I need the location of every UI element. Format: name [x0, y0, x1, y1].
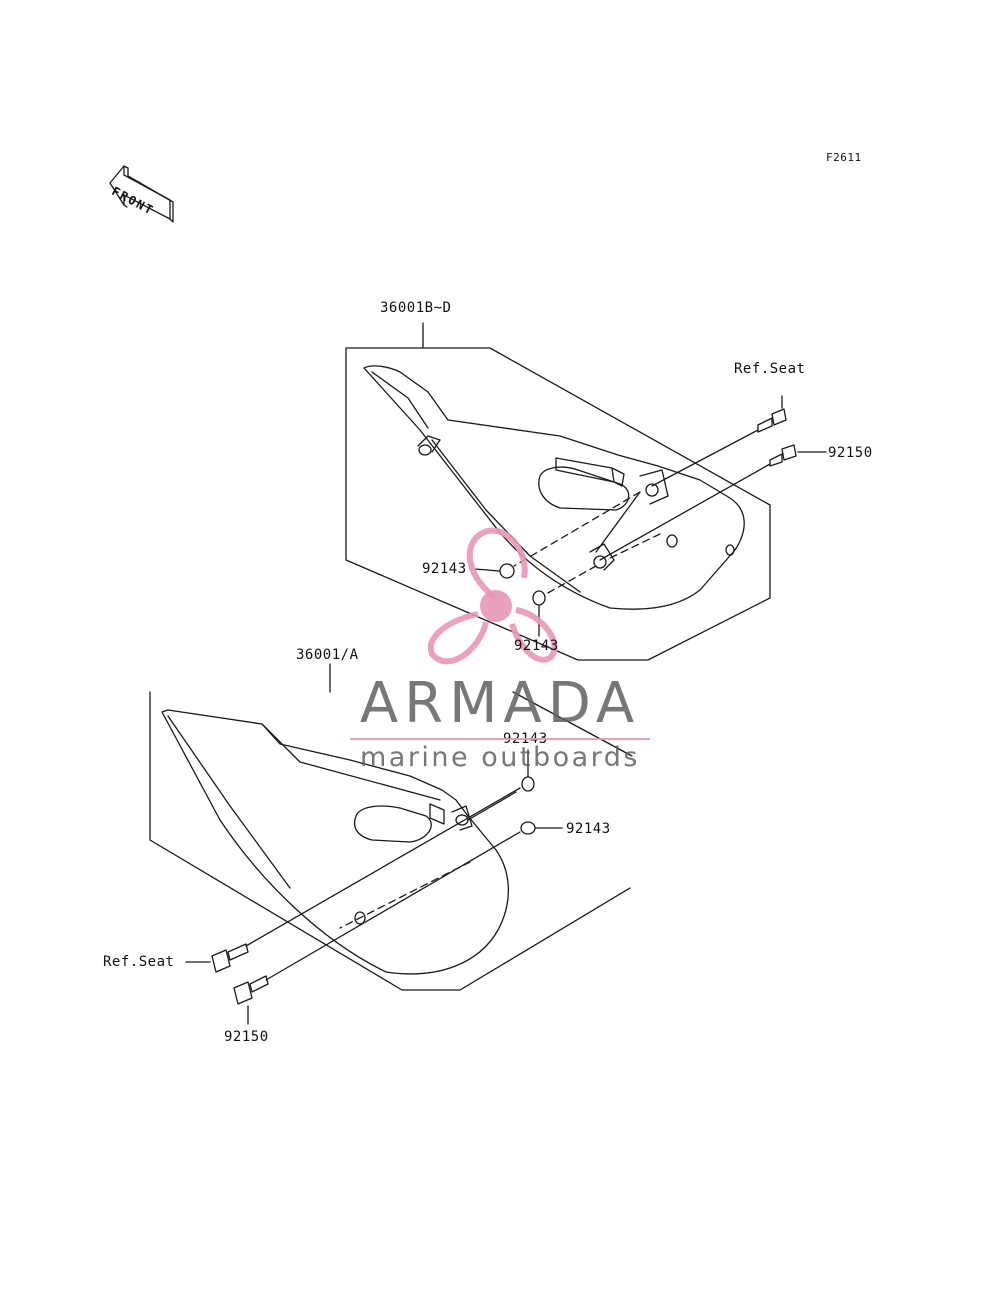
label-92143-upper-left: 92143	[422, 561, 467, 577]
upper-washer-bottom-icon	[532, 590, 546, 606]
upper-frame	[345, 347, 771, 661]
upper-washer-left-icon	[499, 563, 515, 579]
upper-bolt-ref-seat-icon	[757, 395, 787, 433]
watermark-propeller-icon	[427, 527, 558, 665]
figure-code: F2611	[826, 151, 862, 164]
label-92143-lower-right: 92143	[566, 821, 611, 837]
lower-bolt-92150-icon	[233, 975, 269, 1025]
label-92150-lower: 92150	[224, 1029, 269, 1045]
upper-bolt-92150-icon	[769, 444, 797, 467]
watermark-name: ARMADA	[359, 671, 641, 736]
label-36001-a: 36001/A	[296, 647, 359, 663]
watermark-hub-icon	[480, 590, 512, 622]
label-36001b-d: 36001B~D	[380, 300, 452, 316]
lower-bolt-ref-seat-icon	[211, 943, 249, 973]
label-ref-seat-lower: Ref.Seat	[103, 954, 175, 970]
lower-frame	[149, 691, 631, 991]
front-arrow-icon	[109, 165, 174, 223]
label-92143-upper-bottom: 92143	[514, 638, 559, 654]
lower-washer-top-icon	[521, 776, 535, 792]
lower-side-cover	[161, 709, 509, 975]
label-ref-seat-upper: Ref.Seat	[734, 361, 806, 377]
lower-washer-right-icon	[520, 821, 536, 835]
upper-side-cover	[363, 365, 745, 610]
label-92150-upper: 92150	[828, 445, 873, 461]
watermark-tagline: marine outboards	[359, 742, 640, 773]
watermark-divider	[350, 738, 650, 740]
